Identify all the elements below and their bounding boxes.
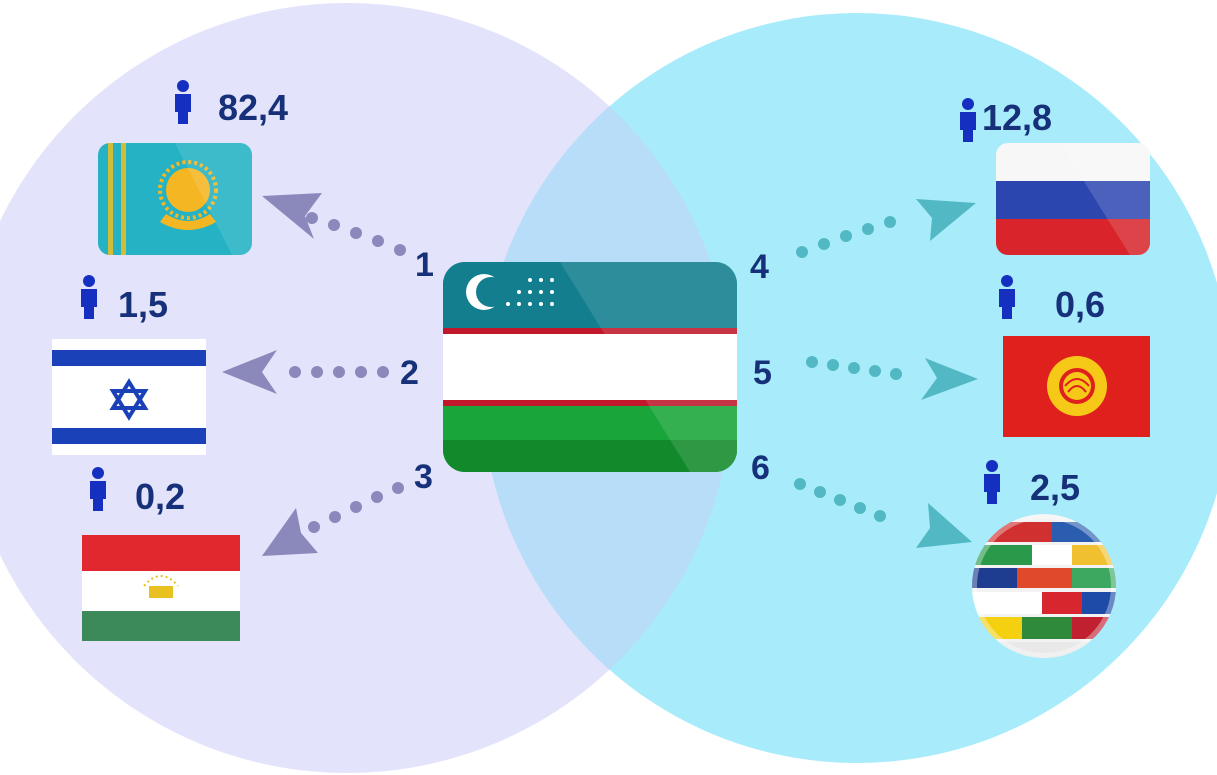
kazakhstan-flag-icon xyxy=(98,143,252,255)
person-icon xyxy=(81,275,97,319)
tajikistan-flag-icon xyxy=(82,535,240,641)
arrow-3 xyxy=(262,482,404,556)
route-label-3: 3 xyxy=(414,458,433,496)
route-label-5: 5 xyxy=(753,354,772,392)
arrow-4 xyxy=(796,199,976,258)
uzbekistan-flag-icon xyxy=(443,262,737,472)
value-kyrgyzstan: 0,6 xyxy=(1055,284,1106,325)
person-icon xyxy=(960,98,976,142)
value-kazakhstan: 82,4 xyxy=(218,87,289,128)
route-label-4: 4 xyxy=(750,248,769,286)
israel-flag-icon xyxy=(52,339,206,455)
route-label-6: 6 xyxy=(751,449,770,487)
arrow-5 xyxy=(806,356,978,400)
kyrgyzstan-flag-icon xyxy=(1003,336,1150,437)
person-icon xyxy=(90,467,106,511)
value-russia: 12,8 xyxy=(982,97,1053,138)
value-israel: 1,5 xyxy=(118,284,169,325)
russia-flag-icon xyxy=(996,143,1150,255)
arrow-1 xyxy=(262,193,406,256)
overlap-region xyxy=(482,13,732,763)
person-icon xyxy=(175,80,191,124)
arrow-2 xyxy=(222,350,389,394)
route-label-1: 1 xyxy=(415,246,434,284)
person-icon xyxy=(984,460,1000,504)
route-label-2: 2 xyxy=(400,354,419,392)
value-other-countries: 2,5 xyxy=(1030,467,1081,508)
value-tajikistan: 0,2 xyxy=(135,476,186,517)
arrow-6 xyxy=(794,478,972,548)
person-icon xyxy=(999,275,1015,319)
